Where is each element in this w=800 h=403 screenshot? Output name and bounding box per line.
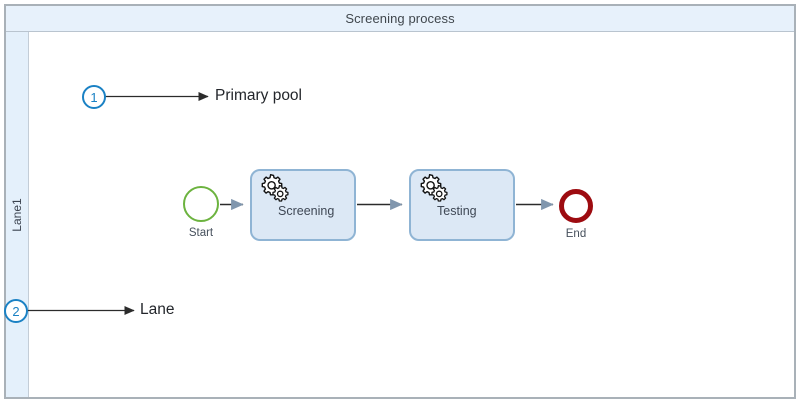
gears-icon (416, 173, 450, 203)
start-event-circle[interactable] (183, 186, 219, 222)
pool-header: Screening process (6, 6, 794, 32)
pool-frame: Screening process Lane1 (4, 4, 796, 399)
callout-badge-2[interactable]: 2 (4, 299, 28, 323)
annotation-label-primary-pool: Primary pool (215, 87, 302, 104)
pool-title: Screening process (345, 11, 455, 26)
callout-badge-1[interactable]: 1 (82, 85, 106, 109)
lane-strip[interactable]: Lane1 (6, 32, 29, 397)
end-event-circle[interactable] (559, 189, 593, 223)
start-event-label: Start (188, 227, 214, 239)
lane-strip-label: Lane1 (10, 197, 24, 232)
annotation-label-lane: Lane (140, 301, 175, 318)
gears-icon (257, 173, 291, 203)
task-testing-label: Testing (437, 204, 477, 218)
end-event-label: End (565, 228, 587, 240)
task-screening-label: Screening (278, 204, 335, 218)
